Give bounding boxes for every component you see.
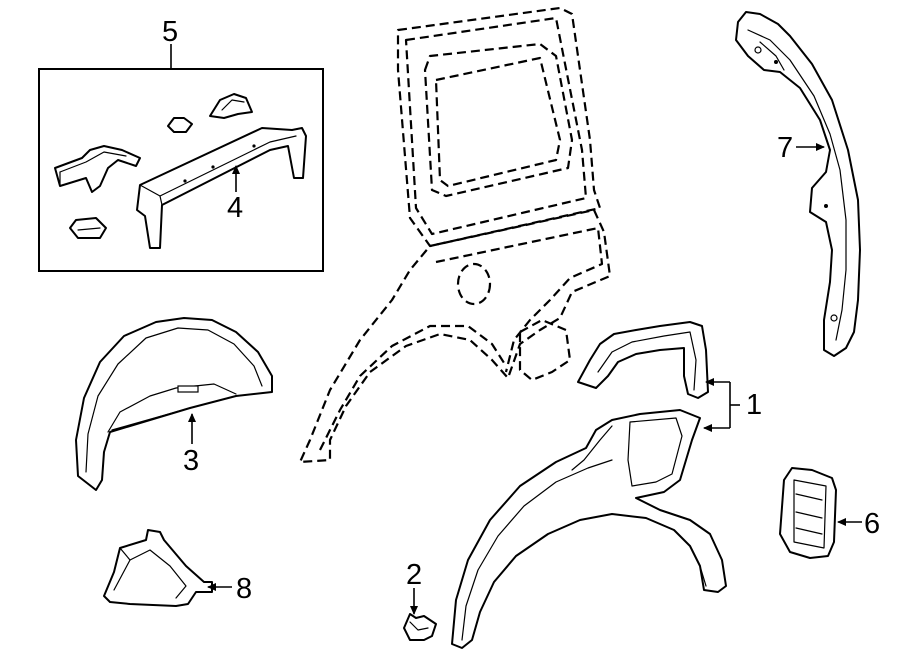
leader-lines xyxy=(188,143,862,615)
part-6-vent[interactable] xyxy=(779,467,837,559)
part-7-pillar-reinforcement[interactable] xyxy=(735,11,861,357)
part-5-plug-small[interactable] xyxy=(167,117,193,133)
part-5-plug-top[interactable] xyxy=(209,93,253,119)
callout-3: 3 xyxy=(183,445,199,477)
part-1-wheelhouse[interactable] xyxy=(451,409,727,649)
part-1-upper-panel[interactable] xyxy=(577,321,709,399)
part-8-bracket[interactable] xyxy=(103,529,213,607)
callout-5: 5 xyxy=(162,16,178,48)
callout-4: 4 xyxy=(227,192,243,224)
callout-8: 8 xyxy=(236,573,252,605)
part-5-small-bracket[interactable] xyxy=(54,145,141,193)
part-5-plug-bottom[interactable] xyxy=(69,217,107,239)
callout-2: 2 xyxy=(406,559,422,591)
part-2-clip[interactable] xyxy=(403,613,437,641)
inset-box-part-5 xyxy=(38,44,324,272)
callout-6: 6 xyxy=(864,508,880,540)
body-side-panel-outline xyxy=(298,6,612,464)
callout-7: 7 xyxy=(777,132,793,164)
callout-1: 1 xyxy=(746,389,762,421)
part-4-bracket[interactable] xyxy=(136,127,307,249)
part-3-wheelhouse[interactable] xyxy=(75,317,273,491)
